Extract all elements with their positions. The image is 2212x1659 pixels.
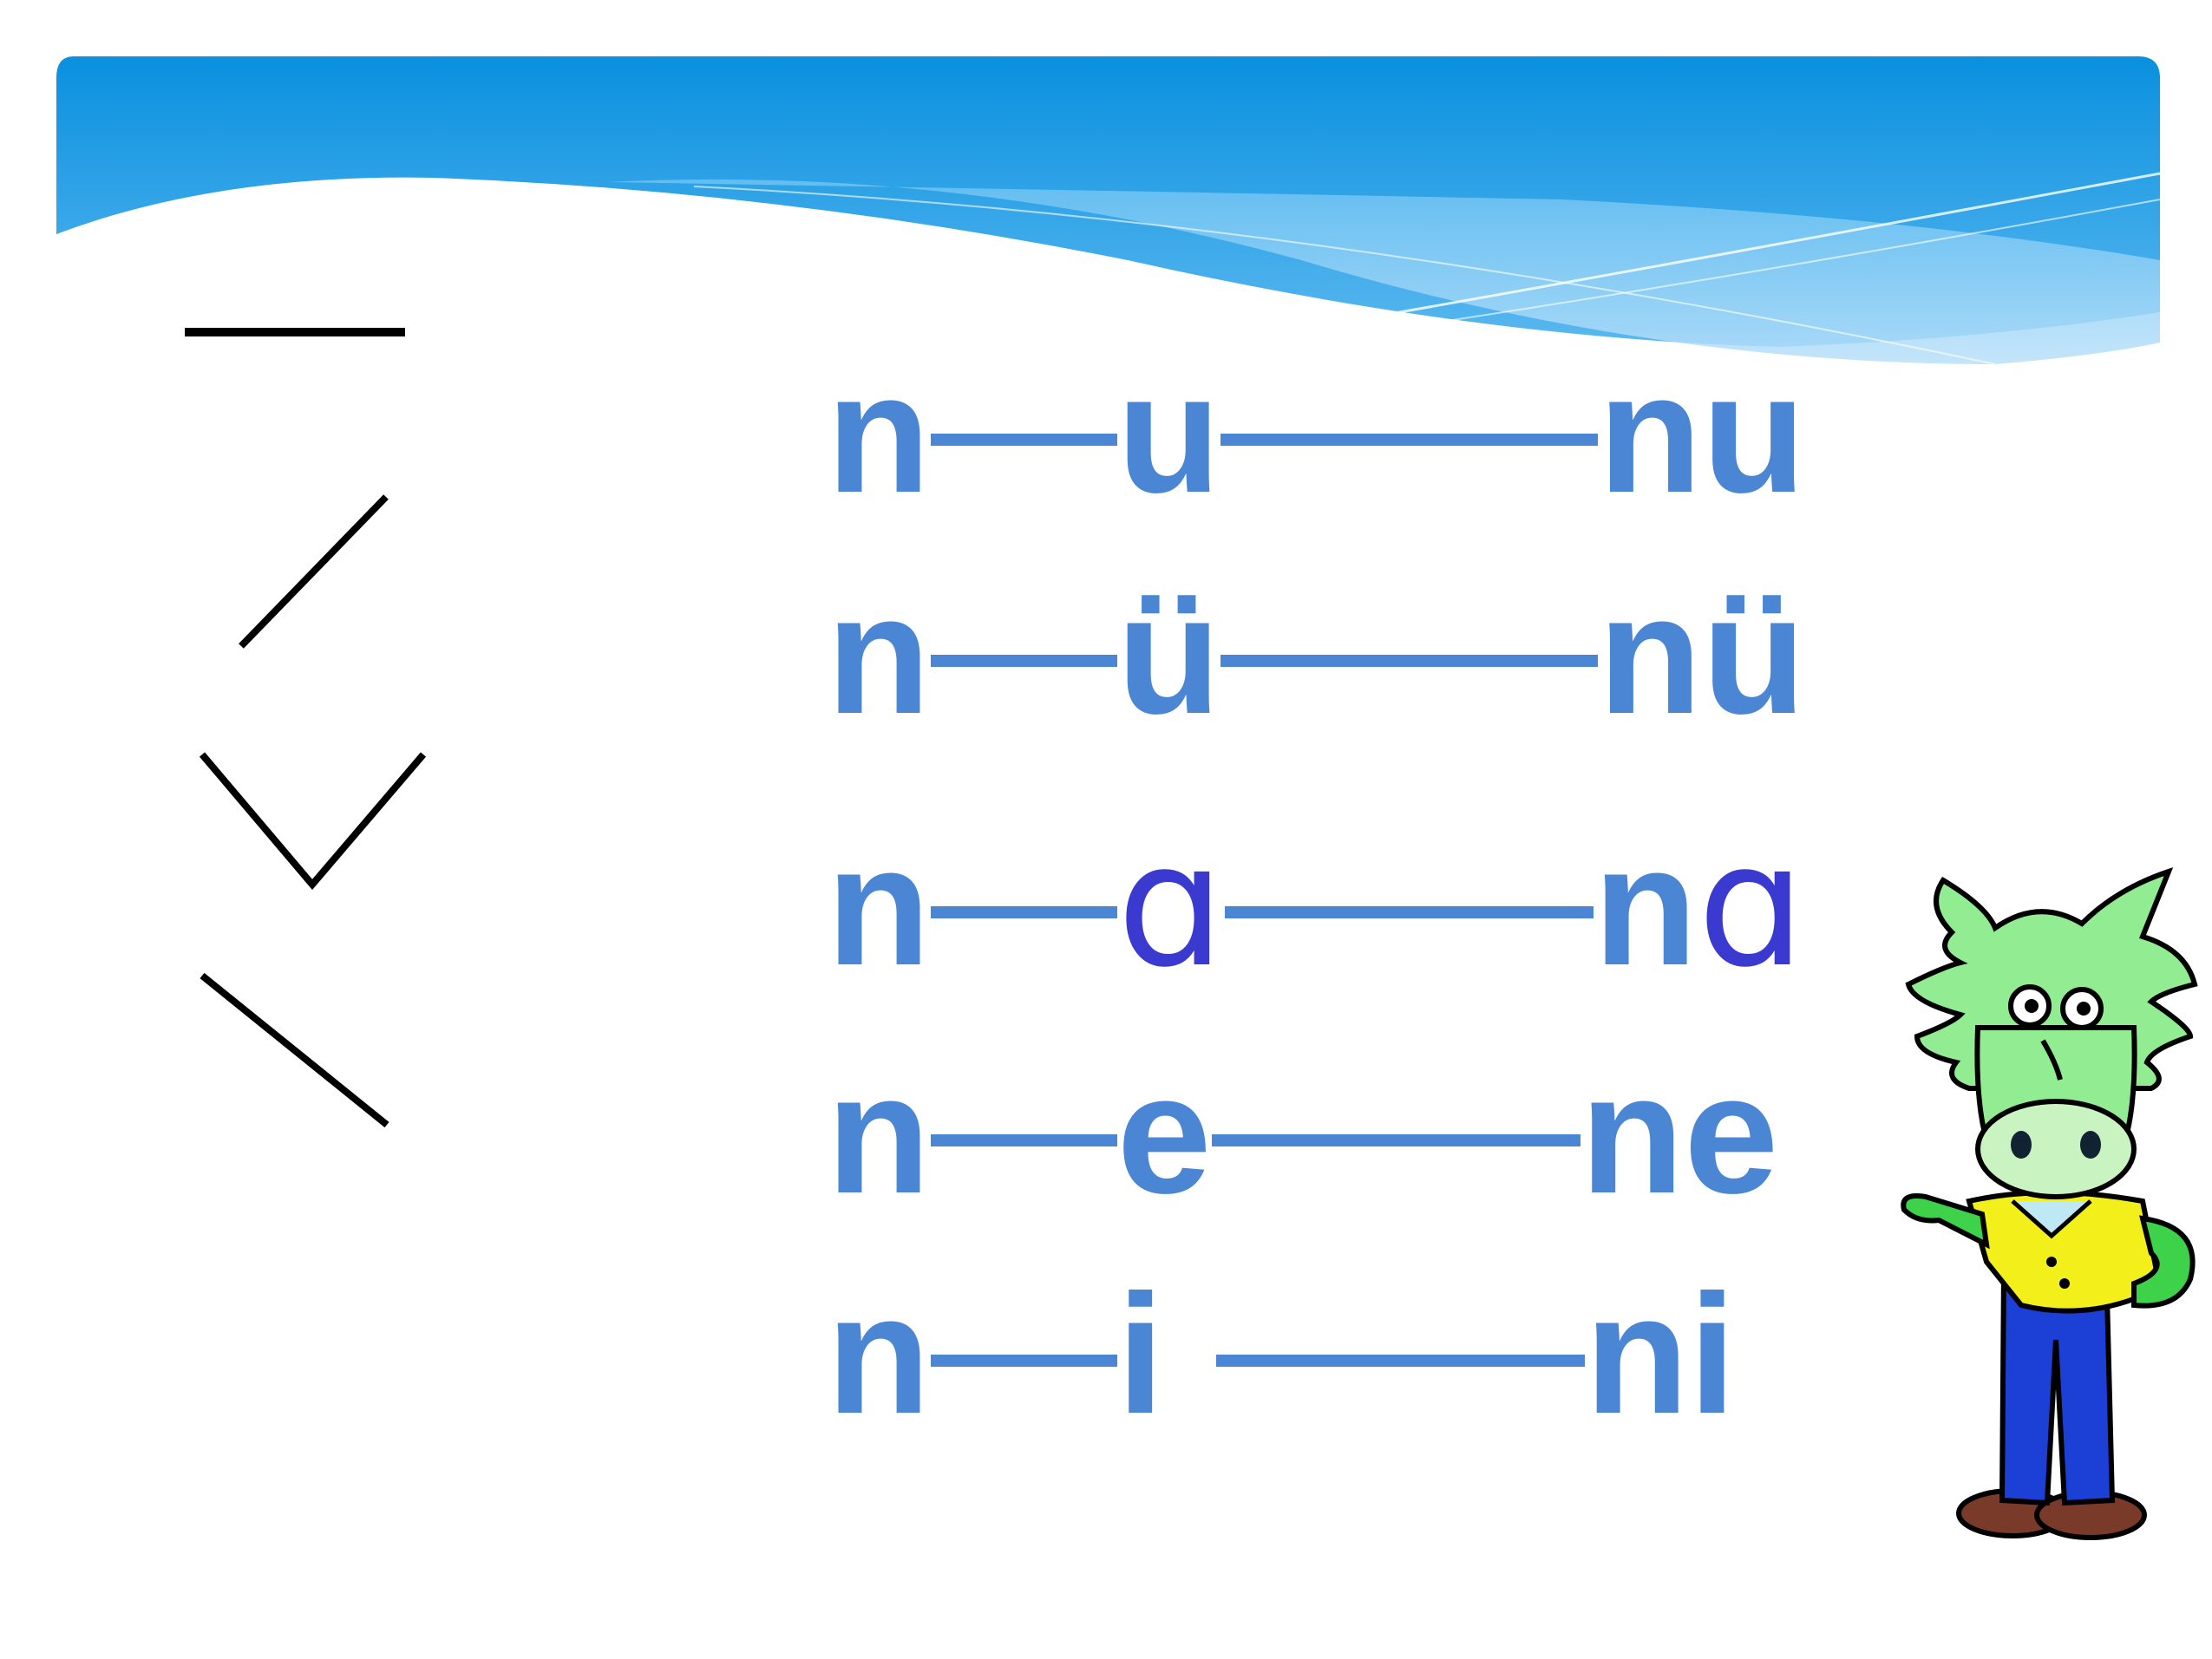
vowel: i bbox=[1116, 1259, 1165, 1449]
second-tone-icon bbox=[239, 494, 389, 649]
syllable: ni bbox=[1585, 1259, 1737, 1449]
connector-long bbox=[1224, 906, 1594, 919]
vowel: ɑ bbox=[1116, 807, 1225, 1005]
connector-long bbox=[1216, 1355, 1586, 1368]
connector-long bbox=[1221, 655, 1599, 668]
vowel: u bbox=[1116, 338, 1221, 528]
connector-long bbox=[1221, 434, 1599, 447]
wave-banner bbox=[56, 56, 2161, 365]
initial: n bbox=[826, 1039, 931, 1229]
green-dragon-mascot-icon bbox=[1901, 867, 2198, 1540]
connector-short bbox=[930, 906, 1117, 919]
vowel: ü bbox=[1116, 559, 1221, 749]
vowel: e bbox=[1116, 1039, 1212, 1229]
syllable-initial: n bbox=[1593, 811, 1698, 1001]
syllable: nü bbox=[1598, 559, 1806, 749]
initial: n bbox=[826, 559, 931, 749]
syllable: ne bbox=[1580, 1039, 1779, 1229]
initial: n bbox=[826, 338, 931, 528]
initial: n bbox=[826, 811, 931, 1001]
connector-short bbox=[930, 655, 1117, 668]
third-tone-icon bbox=[199, 752, 427, 891]
connector-short bbox=[930, 434, 1117, 447]
syllable-vowel: ɑ bbox=[1697, 807, 1806, 1005]
connector-short bbox=[930, 1134, 1117, 1147]
syllable: nu bbox=[1598, 338, 1806, 528]
connector-long bbox=[1211, 1134, 1580, 1147]
initial: n bbox=[826, 1259, 931, 1449]
connector-short bbox=[930, 1355, 1117, 1368]
fourth-tone-icon bbox=[200, 972, 389, 1128]
